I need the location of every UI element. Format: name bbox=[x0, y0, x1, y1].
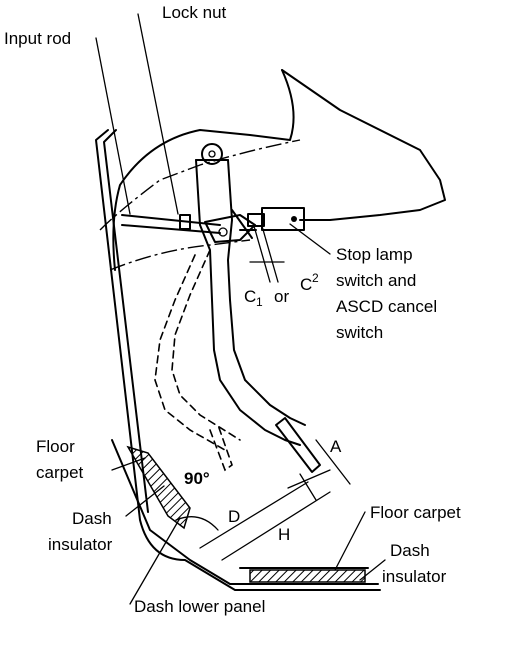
dash-lower-panel-label: Dash lower panel bbox=[134, 597, 265, 616]
dash-insulator-right-hatch bbox=[239, 567, 369, 583]
clearance-c2-superscript: 2 bbox=[312, 271, 319, 285]
stop-lamp-label-line3: ASCD cancel bbox=[336, 297, 437, 316]
dash-insulator-left-label-line1: Dash bbox=[72, 509, 112, 528]
stop-lamp-label-line2: switch and bbox=[336, 271, 416, 290]
dash-insulator-right-label-line1: Dash bbox=[390, 541, 430, 560]
angle-90-label: 90° bbox=[184, 469, 210, 488]
pedal-released-position-dashed bbox=[154, 249, 241, 472]
brake-pedal-arm bbox=[195, 143, 306, 446]
stop-lamp-label-line1: Stop lamp bbox=[336, 245, 413, 264]
clearance-c2-label: C bbox=[300, 275, 312, 294]
stop-lamp-label-line4: switch bbox=[336, 323, 383, 342]
lock-nut-label: Lock nut bbox=[162, 3, 227, 22]
dimension-a-label: A bbox=[330, 437, 342, 456]
dimension-lines bbox=[175, 439, 351, 561]
dash-insulator-right-label-line2: insulator bbox=[382, 567, 447, 586]
dimension-d-label: D bbox=[228, 507, 240, 526]
clearance-c1-subscript: 1 bbox=[256, 295, 263, 309]
clearance-or-label: or bbox=[274, 287, 289, 306]
support-bracket bbox=[99, 69, 446, 271]
floor-carpet-right-label: Floor carpet bbox=[370, 503, 461, 522]
clearance-dimension bbox=[249, 225, 285, 283]
dash-insulator-left-hatch bbox=[126, 445, 191, 530]
stop-lamp-switch bbox=[231, 207, 305, 239]
clearance-c1-label: C bbox=[244, 287, 256, 306]
dash-insulator-left-label-line2: insulator bbox=[48, 535, 113, 554]
floor-carpet-left-label-line2: carpet bbox=[36, 463, 84, 482]
floor-carpet-left-label-line1: Floor bbox=[36, 437, 75, 456]
input-rod bbox=[121, 214, 256, 243]
dimension-h-label: H bbox=[278, 525, 290, 544]
pedal-pad bbox=[275, 417, 321, 473]
dash-lower-panel-outline bbox=[95, 129, 381, 591]
leader-lines bbox=[95, 13, 386, 605]
input-rod-label: Input rod bbox=[4, 29, 71, 48]
